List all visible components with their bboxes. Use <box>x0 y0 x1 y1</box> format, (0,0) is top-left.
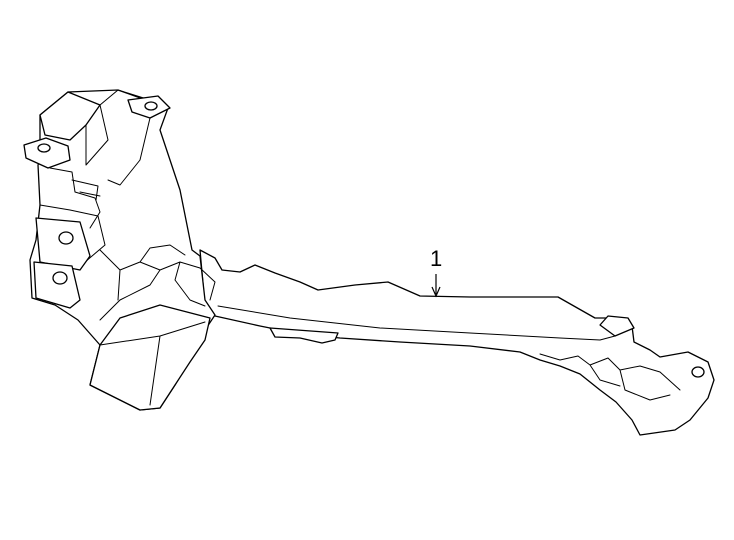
arm-edge <box>217 305 616 341</box>
end-clip <box>599 315 635 337</box>
end-webbing <box>539 353 681 401</box>
bottom-panel-hole <box>52 271 68 285</box>
arm-lower-rib <box>269 327 339 344</box>
bracket-part <box>23 89 715 436</box>
foot-edge <box>99 321 206 406</box>
callout-1: 1 <box>430 246 442 298</box>
left-tab <box>23 137 71 169</box>
tower-top-face <box>85 89 119 166</box>
left-tab-hole <box>37 143 51 153</box>
tower-rib-3 <box>71 179 101 201</box>
top-tab-hole <box>144 101 158 111</box>
bottom-panel <box>33 261 81 309</box>
callout-arrowhead <box>431 286 441 298</box>
tower-rib-2 <box>39 204 106 263</box>
callout-label: 1 <box>430 246 442 271</box>
foot-block <box>89 304 211 411</box>
tower-web-2 <box>159 261 216 307</box>
lower-panel-hole <box>58 231 74 245</box>
end-hole <box>691 366 705 378</box>
bracket-arm <box>199 249 715 436</box>
tower-rib-1 <box>49 167 101 229</box>
